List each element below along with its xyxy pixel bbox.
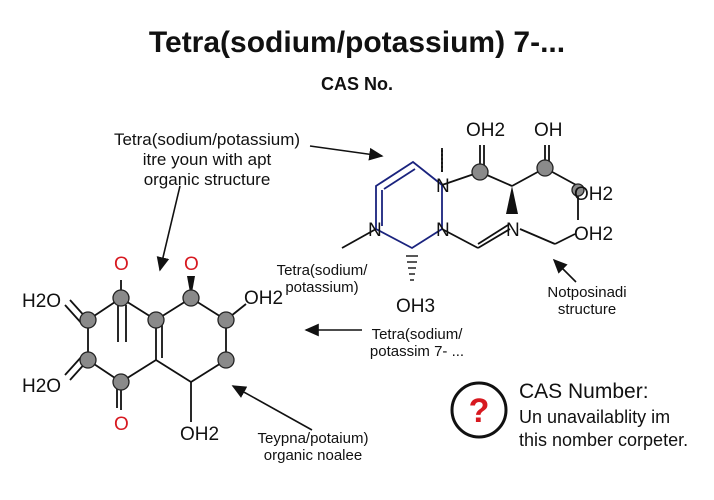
label-right: Notposinadi structure: [532, 284, 642, 318]
atom-n-left: N: [368, 220, 382, 241]
arrow-from-right-label: [552, 258, 577, 283]
arrow-from-bottom-left-label: [231, 385, 313, 431]
atom-oh2-right-a: OH2: [574, 184, 613, 205]
label-top-left-line: Tetra(sodium/potassium): [113, 130, 301, 149]
left-molecule-atoms: [79, 289, 235, 391]
cas-subtitle: CAS No.: [321, 74, 393, 94]
cas-number-text: Un unavailablity im this nomber corpeter…: [519, 406, 709, 452]
hashed-bond: [406, 255, 418, 281]
carbon-atom: [217, 311, 235, 329]
wedge-bond: [506, 186, 518, 214]
label-bottom-middle-line: potassim 7- ...: [369, 343, 465, 360]
carbon-atom: [79, 311, 97, 329]
carbon-atom: [571, 183, 585, 197]
label-middle-line: potassium): [285, 279, 359, 296]
svg-text:?: ?: [469, 392, 490, 430]
arrow-to-right-molecule: [309, 145, 384, 161]
carbon-atom: [112, 289, 130, 307]
cas-number-title: CAS Number:: [519, 380, 649, 403]
arrow-to-left-molecule: [156, 185, 181, 272]
carbon-atom: [217, 351, 235, 369]
cas-number-line: this nomber corpeter.: [519, 430, 689, 450]
page-title: Tetra(sodium/potassium) 7-...: [148, 26, 566, 59]
atom-o-top-b: O: [184, 254, 199, 275]
left-molecule-labels: H2O H2O O O OH2 O OH2: [22, 254, 283, 445]
annotation-arrows: [156, 145, 577, 431]
atom-o-top-a: O: [114, 254, 129, 275]
atom-n-chain: N: [506, 220, 520, 241]
left-molecule-bonds: [64, 280, 247, 422]
carbon-atom: [182, 289, 200, 307]
atom-n-ring-top: N: [436, 176, 450, 197]
label-bottom-middle-line: Tetra(sodium/: [371, 326, 463, 343]
label-middle: Tetra(sodium/ potassium): [262, 262, 382, 296]
label-right-line: structure: [557, 301, 617, 318]
question-mark-icon: ?: [450, 381, 508, 439]
label-bottom-middle: Tetra(sodium/ potassim 7- ...: [362, 326, 472, 360]
label-top-left: Tetra(sodium/potassium) itre youn with a…: [112, 130, 302, 190]
label-bottom-left-line: Teypna/potaium): [257, 430, 369, 447]
atom-oh3: OH3: [396, 296, 435, 317]
label-bottom-left-line: organic noalee: [263, 447, 363, 464]
atom-oh2-bottom: OH2: [180, 424, 219, 445]
carbon-atom: [147, 311, 165, 329]
label-bottom-left: Teypna/potaium) organic noalee: [248, 430, 378, 464]
label-middle-line: Tetra(sodium/: [276, 262, 368, 279]
label-top-left-line: organic structure: [143, 170, 271, 189]
carbon-atom: [536, 159, 554, 177]
atom-oh2-right: OH2: [244, 288, 283, 309]
atom-oh2-right-b: OH2: [574, 224, 613, 245]
atom-oh2-top: OH2: [466, 120, 505, 141]
cas-number-line: Un unavailablity im: [519, 407, 671, 427]
label-right-line: Notposinadi: [547, 284, 627, 301]
wedge-bond: [187, 276, 195, 298]
carbon-atom: [471, 163, 489, 181]
label-top-left-line: itre youn with apt: [142, 150, 272, 169]
carbon-atom: [79, 351, 97, 369]
atom-h2o-left-bottom: H2O: [22, 376, 61, 397]
atom-o-bottom: O: [114, 414, 129, 435]
right-molecule-atoms: [471, 159, 585, 197]
right-molecule-labels: OH2 OH OH2 OH2 N N N N OH3: [368, 120, 613, 317]
atom-n-ring-right: N: [436, 220, 450, 241]
carbon-atom: [112, 373, 130, 391]
atom-oh-top: OH: [534, 120, 563, 141]
atom-h2o-left-top: H2O: [22, 291, 61, 312]
